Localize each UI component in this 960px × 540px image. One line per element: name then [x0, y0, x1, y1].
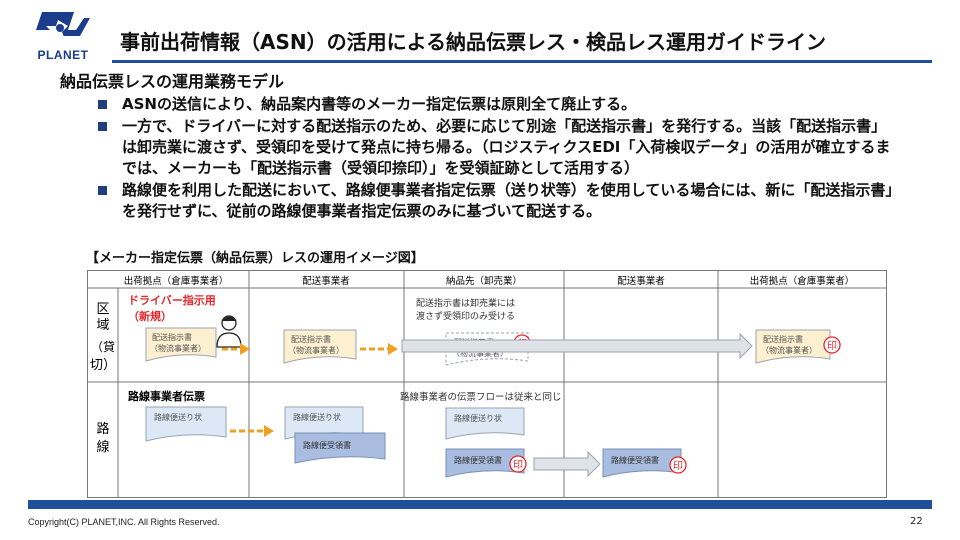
svg-text:路線便送り状: 路線便送り状 — [293, 412, 341, 422]
svg-text:（物流事業者）: （物流事業者） — [761, 345, 817, 355]
bullet-item: ASNの送信により、納品案内書等のメーカー指定伝票は原則全て廃止する。 — [96, 94, 896, 115]
svg-text:配送指示書: 配送指示書 — [152, 332, 192, 342]
bullet-text: 一方で、ドライバーに対する配送指示のため、必要に応じて別途「配送指示書」を発行す… — [122, 117, 891, 177]
svg-text:配送指示書: 配送指示書 — [763, 334, 803, 344]
row-label-regional: 域 — [96, 318, 109, 333]
bullet-list: ASNの送信により、納品案内書等のメーカー指定伝票は原則全て廃止する。 一方で、… — [96, 94, 896, 223]
svg-text:路線便受領書: 路線便受領書 — [454, 455, 502, 465]
svg-text:印: 印 — [673, 460, 683, 472]
bullet-square-icon — [98, 122, 107, 131]
route-receipt-doc: 路線便受領書 — [294, 432, 386, 464]
route-receipt-doc: 路線便受領書 — [602, 448, 682, 478]
svg-text:路線便受領書: 路線便受領書 — [303, 440, 351, 450]
page-title: 事前出荷情報（ASN）の活用による納品伝票レス・検品レス運用ガイドライン — [120, 30, 827, 54]
delivery-instruction-doc: 配送指示書 （物流事業者） — [755, 329, 831, 364]
section-subtitle: 納品伝票レスの運用業務モデル — [60, 72, 285, 91]
row-label-regional: （貸 — [91, 339, 115, 354]
page-number: 22 — [910, 516, 923, 527]
svg-text:（物流事業者）: （物流事業者） — [288, 345, 344, 355]
route-note: 路線事業者の伝票フローは従来と同じ — [400, 391, 562, 403]
column-header: 出荷拠点（倉庫事業者） — [124, 275, 229, 287]
svg-text:印: 印 — [827, 340, 837, 352]
footer-bar — [28, 500, 932, 509]
row-label-route: 線 — [96, 439, 109, 455]
row-label-route: 路 — [96, 421, 109, 437]
bullet-text: ASNの送信により、納品案内書等のメーカー指定伝票は原則全て廃止する。 — [122, 95, 637, 113]
column-header: 配送事業者 — [302, 275, 350, 287]
row-label-regional: 切） — [90, 358, 116, 373]
operation-diagram: 出荷拠点（倉庫事業者） 配送事業者 納品先（卸売業） 配送事業者 出荷拠点（倉庫… — [87, 270, 887, 498]
bullet-text: 路線便を利用した配送において、路線便事業者指定伝票（送り状等）を使用している場合… — [122, 181, 893, 220]
row-label-regional: 区 — [96, 302, 109, 317]
receipt-note: 配送指示書は卸売業には — [416, 297, 515, 309]
route-slip-doc: 路線便送り状 — [445, 407, 525, 440]
diagram-title: 【メーカー指定伝票（納品伝票）レスの運用イメージ図】 — [86, 251, 424, 266]
flow-arrow-icon — [222, 343, 250, 355]
return-arrow-icon — [401, 332, 753, 360]
driver-sub-label: （新規） — [128, 309, 172, 323]
column-header: 納品先（卸売業） — [446, 275, 522, 287]
copyright-text: Copyright(C) PLANET,INC. All Rights Rese… — [28, 517, 220, 527]
diagram-canvas: 出荷拠点（倉庫事業者） 配送事業者 納品先（卸売業） 配送事業者 出荷拠点（倉庫… — [88, 271, 886, 497]
receipt-seal-icon: 印 — [669, 456, 687, 474]
route-header: 路線事業者伝票 — [128, 389, 205, 403]
svg-text:路線便送り状: 路線便送り状 — [154, 412, 202, 422]
driver-person-icon — [216, 315, 242, 348]
bullet-item: 一方で、ドライバーに対する配送指示のため、必要に応じて別途「配送指示書」を発行す… — [96, 116, 896, 179]
route-receipt-doc: 路線便受領書 — [445, 448, 525, 478]
column-header: 出荷拠点（倉庫事業者） — [750, 275, 855, 287]
flow-arrow-icon — [360, 343, 398, 355]
return-arrow-icon — [533, 450, 601, 478]
delivery-instruction-doc: 配送指示書 （物流事業者） — [145, 327, 217, 362]
bullet-item: 路線便を利用した配送において、路線便事業者指定伝票（送り状等）を使用している場合… — [96, 180, 896, 222]
bullet-square-icon — [98, 100, 107, 109]
receipt-note: 渡さず受領印のみ受ける — [416, 310, 515, 322]
receipt-seal-icon: 印 — [509, 455, 527, 473]
svg-text:配送指示書: 配送指示書 — [291, 334, 331, 344]
route-slip-doc: 路線便送り状 — [145, 406, 227, 442]
planet-logo-icon — [36, 12, 90, 42]
column-header: 配送事業者 — [617, 275, 665, 287]
driver-label: ドライバー指示用 — [128, 293, 216, 307]
svg-text:路線便受領書: 路線便受領書 — [611, 455, 659, 465]
svg-text:印: 印 — [513, 459, 523, 471]
svg-text:（物流事業者）: （物流事業者） — [452, 348, 508, 358]
svg-text:（物流事業者）: （物流事業者） — [150, 343, 206, 353]
delivery-instruction-doc: 配送指示書 （物流事業者） — [283, 329, 357, 364]
logo-text: PLANET — [37, 48, 89, 62]
bullet-square-icon — [98, 186, 107, 195]
title-underline — [112, 60, 932, 63]
receipt-seal-icon: 印 — [823, 336, 841, 354]
flow-arrow-icon — [230, 425, 274, 437]
svg-text:路線便送り状: 路線便送り状 — [454, 413, 502, 423]
